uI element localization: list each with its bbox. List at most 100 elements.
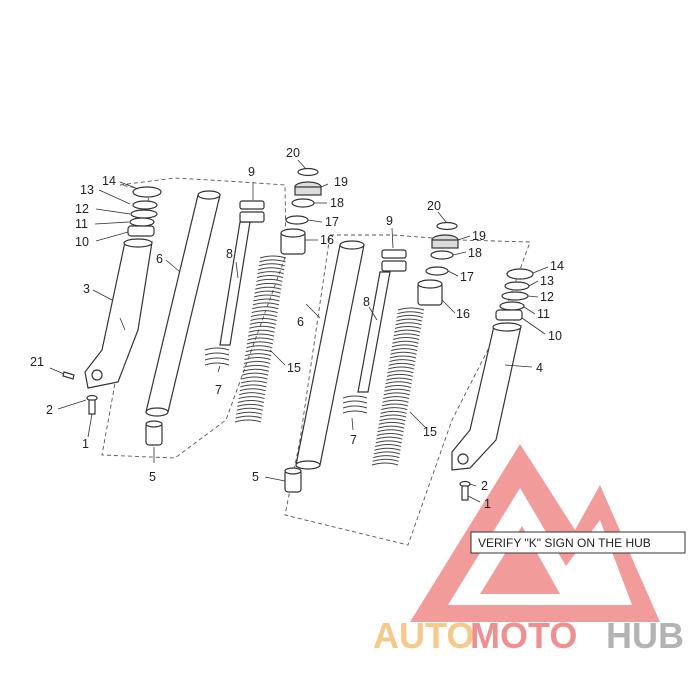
left-part-1-bolt [88, 399, 96, 415]
left-slider-detail [119, 317, 126, 331]
callout-right-12: 12 [540, 290, 554, 304]
right-part-4-slider [451, 325, 522, 471]
callout-left-20: 20 [286, 146, 300, 160]
callout-left-14: 14 [102, 174, 116, 188]
left-part-19-cap-body [294, 186, 322, 196]
callout-left-21: 21 [30, 355, 44, 369]
right-part-5-bushing-top [284, 467, 302, 475]
left-part-8-damper-rod [219, 221, 251, 346]
left-part-14-cap [132, 186, 162, 198]
callout-left-13: 13 [80, 183, 94, 197]
callout-right-20: 20 [427, 199, 441, 213]
right-part-8-damper-rod [357, 271, 391, 393]
callout-right-2: 2 [481, 479, 488, 493]
left-callouts: 14 13 12 11 10 3 21 2 1 5 6 7 8 9 15 16 … [30, 146, 348, 484]
callout-left-9: 9 [248, 165, 255, 179]
left-part-12-ring [130, 209, 158, 219]
right-part-6-stanchion [295, 244, 365, 466]
callout-left-2: 2 [46, 403, 53, 417]
callout-right-18: 18 [468, 246, 482, 260]
right-part-10-seal [495, 309, 523, 321]
right-callouts: 6 5 7 8 9 15 16 17 18 19 20 14 13 12 11 … [252, 199, 564, 511]
watermark-text-hub: HUB [606, 615, 684, 656]
callout-left-5: 5 [149, 470, 156, 484]
right-part-4-axle-hole [457, 453, 469, 465]
callout-right-14: 14 [550, 259, 564, 273]
callout-left-19: 19 [334, 175, 348, 189]
right-part-9-valve-ring [381, 260, 407, 272]
callout-left-15: 15 [287, 361, 301, 375]
left-part-10-seal [127, 225, 155, 237]
callout-left-1: 1 [82, 437, 89, 451]
left-part-18-circlip [291, 198, 315, 208]
right-part-6-bottom [295, 460, 321, 470]
left-part-9-valve-top [239, 200, 265, 210]
callout-left-18: 18 [330, 196, 344, 210]
callout-right-16: 16 [456, 307, 470, 321]
callout-right-5: 5 [252, 470, 259, 484]
callout-right-9: 9 [386, 214, 393, 228]
right-part-15-spring [371, 307, 425, 466]
left-part-5-bushing-top [145, 420, 163, 428]
right-part-20-ring [436, 221, 458, 231]
left-part-3-slider [84, 241, 153, 389]
left-part-9-valve-ring [239, 211, 265, 223]
watermark-text: AUTO MOTO HUB [373, 615, 684, 656]
left-part-7-spring [204, 347, 230, 366]
watermark-triangle-core [480, 526, 560, 594]
callout-left-16: 16 [320, 233, 334, 247]
verify-note-box [470, 531, 686, 554]
left-part-21-screw [62, 371, 75, 380]
right-fork-assembly [284, 221, 534, 501]
callout-left-11: 11 [75, 217, 88, 231]
right-part-13-ring [504, 281, 530, 291]
callout-left-6: 6 [156, 252, 163, 266]
callout-right-6: 6 [297, 315, 304, 329]
right-assembly-outline [284, 234, 531, 546]
left-part-6-bottom [145, 407, 169, 417]
left-part-16-spacer-top [280, 228, 306, 238]
right-part-4-slider-top [492, 322, 522, 332]
callout-right-7: 7 [350, 433, 357, 447]
callout-right-10: 10 [548, 329, 562, 343]
left-part-3-axle-hole [91, 369, 103, 381]
callout-left-7: 7 [215, 383, 222, 397]
callout-right-4: 4 [536, 361, 543, 375]
callout-right-19: 19 [472, 229, 486, 243]
verify-note: VERIFY "K" SIGN ON THE HUB [470, 531, 686, 554]
right-part-7-spring [342, 395, 368, 414]
right-part-6-top [339, 240, 365, 250]
left-part-15-spring [234, 255, 287, 423]
right-part-11-washer [499, 301, 525, 311]
watermark-text-auto: AUTO [373, 615, 474, 656]
left-part-6-stanchion [145, 194, 221, 413]
right-part-1-bolt [461, 485, 469, 501]
left-part-3-slider-top [123, 238, 153, 248]
left-part-6-top [197, 190, 221, 200]
callout-left-10: 10 [75, 235, 89, 249]
right-part-16-spacer-top [417, 279, 443, 289]
callout-right-11: 11 [537, 307, 550, 321]
callout-right-8: 8 [363, 295, 370, 309]
callout-left-8: 8 [226, 247, 233, 261]
left-fork-assembly [62, 167, 322, 446]
right-part-19-cap-body [431, 239, 459, 249]
callout-right-1: 1 [484, 497, 491, 511]
verify-note-text: VERIFY "K" SIGN ON THE HUB [478, 536, 651, 550]
right-part-12-ring [501, 291, 529, 301]
right-part-9-valve-top [381, 249, 407, 259]
callout-left-17: 17 [325, 215, 339, 229]
left-part-11-washer [129, 217, 155, 227]
callout-left-12: 12 [75, 202, 89, 216]
callout-left-3: 3 [83, 282, 90, 296]
watermark-text-moto: MOTO [470, 615, 577, 656]
right-part-18-circlip [430, 250, 454, 260]
right-part-14-cap [506, 268, 534, 280]
leader-lines [49, 159, 549, 503]
left-part-13-ring [132, 200, 158, 210]
callout-right-15: 15 [423, 425, 437, 439]
left-part-20-ring [297, 167, 319, 177]
callout-right-13: 13 [540, 274, 554, 288]
left-part-17-oring [285, 215, 309, 225]
